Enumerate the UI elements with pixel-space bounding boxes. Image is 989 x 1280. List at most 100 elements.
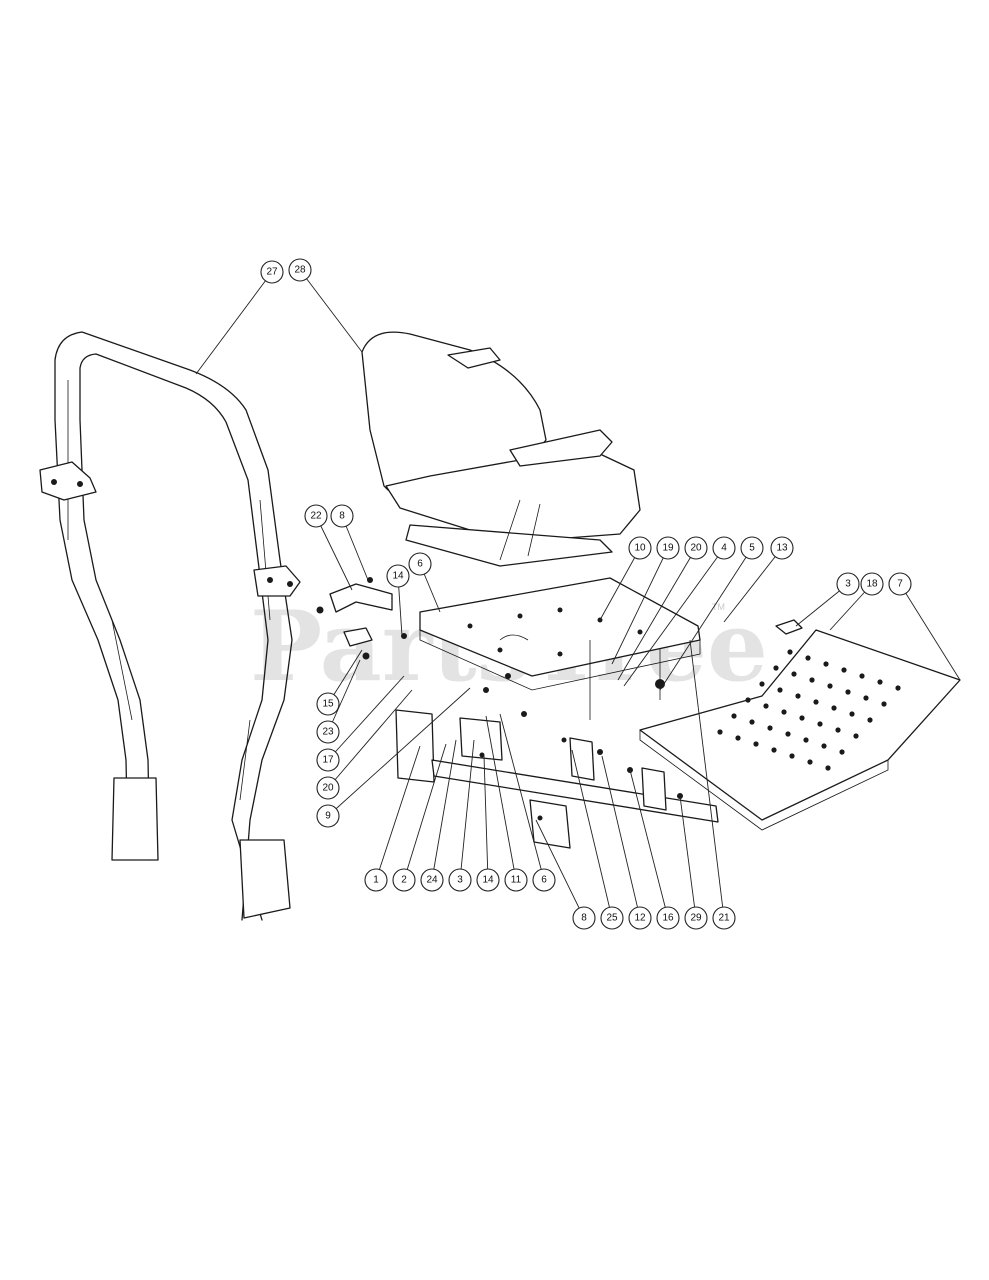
callout-part-20-upper: 20 <box>684 536 708 560</box>
callout-part-2: 2 <box>392 868 416 892</box>
callout-label: 14 <box>482 875 494 886</box>
callout-label: 16 <box>662 913 674 924</box>
callout-balloon <box>888 572 912 596</box>
callout-seat-plate-6: 6 <box>408 552 432 576</box>
part-29-leader <box>679 795 697 919</box>
callout-label: 6 <box>417 559 423 570</box>
part-17-leader <box>327 675 405 761</box>
foot-plate-hole <box>859 673 865 679</box>
foot-plate-hole <box>787 649 793 655</box>
foot-plate-hole <box>853 733 859 739</box>
part-6-lower-leader <box>499 713 545 881</box>
callout-bolt-14-lower: 14 <box>476 868 500 892</box>
callout-part-16: 16 <box>656 906 680 930</box>
callout-label: 14 <box>392 571 404 582</box>
callout-balloon <box>408 552 432 576</box>
callout-balloon <box>420 868 444 892</box>
foot-plate-hole <box>863 695 869 701</box>
callout-balloon <box>316 748 340 772</box>
foot-plate-hole <box>789 753 795 759</box>
callout-label: 17 <box>322 755 334 766</box>
bolt-14-lower-leader <box>483 755 489 881</box>
foot-plate-hole <box>817 721 823 727</box>
callout-label: 1 <box>373 875 379 886</box>
callout-label: 8 <box>581 913 587 924</box>
callout-balloon <box>656 906 680 930</box>
callout-balloon <box>288 258 312 282</box>
part-3-lower-leader <box>459 739 475 881</box>
callout-part-25: 25 <box>600 906 624 930</box>
callout-label: 20 <box>690 543 702 554</box>
part-2-leader <box>403 743 447 881</box>
part-9-leader <box>327 687 471 817</box>
foot-plate-hole <box>845 689 851 695</box>
callout-balloon <box>316 692 340 716</box>
callout-part-3-lower: 3 <box>448 868 472 892</box>
part-5-leader <box>659 547 753 691</box>
callout-balloon <box>656 536 680 560</box>
callout-label: 2 <box>401 875 407 886</box>
foot-plate-hole <box>881 701 887 707</box>
foot-plate-hole <box>785 731 791 737</box>
callout-label: 23 <box>322 727 334 738</box>
callout-label: 10 <box>634 543 646 554</box>
foot-plate-hole <box>753 741 759 747</box>
callout-balloon <box>572 906 596 930</box>
callout-label: 22 <box>310 511 322 522</box>
callout-label: 6 <box>541 875 547 886</box>
foot-plate-hole <box>745 697 751 703</box>
bracket-22-leader <box>315 515 353 591</box>
callout-label: 7 <box>897 579 903 590</box>
callout-balloon <box>304 504 328 528</box>
callout-part-21: 21 <box>712 906 736 930</box>
callout-balloon <box>532 868 556 892</box>
callout-balloon <box>770 536 794 560</box>
foot-plate-hole <box>781 709 787 715</box>
part-21-leader <box>689 639 725 919</box>
callout-balloon <box>740 536 764 560</box>
foot-plate-hole <box>831 705 837 711</box>
bracket-drawing <box>316 577 407 660</box>
foot-plate-hole <box>767 725 773 731</box>
callout-label: 18 <box>866 579 878 590</box>
callout-label: 9 <box>325 811 331 822</box>
callout-balloon <box>316 776 340 800</box>
foot-plate-hole <box>805 655 811 661</box>
foot-plate-hole <box>735 735 741 741</box>
callout-balloon <box>476 868 500 892</box>
part-10-leader <box>599 547 641 621</box>
foot-plate-hole <box>803 737 809 743</box>
foot-plate-hole <box>807 759 813 765</box>
callout-balloon <box>712 536 736 560</box>
callout-part-6-lower: 6 <box>532 868 556 892</box>
foot-plate-hole <box>849 711 855 717</box>
foot-plate-hole <box>823 661 829 667</box>
foot-plate-hole <box>773 665 779 671</box>
rops-roll-bar-drawing <box>39 331 301 921</box>
foot-plate-hole <box>839 749 845 755</box>
callout-label: 13 <box>776 543 788 554</box>
callout-bracket-22: 22 <box>304 504 328 528</box>
callout-label: 15 <box>322 699 334 710</box>
callout-nut-8-lower: 8 <box>572 906 596 930</box>
callout-rops-bar: 27 <box>260 260 284 284</box>
callout-part-12: 12 <box>628 906 652 930</box>
callout-label: 4 <box>721 543 727 554</box>
foot-plate-hole <box>759 681 765 687</box>
callout-part-1: 1 <box>364 868 388 892</box>
callout-balloon <box>628 536 652 560</box>
callout-nut-8-upper: 8 <box>330 504 354 528</box>
callout-label: 29 <box>690 913 702 924</box>
callout-balloon <box>316 720 340 744</box>
part-1-leader <box>375 745 421 881</box>
callout-label: 24 <box>426 875 438 886</box>
foot-plate-hole <box>799 715 805 721</box>
callout-part-9: 9 <box>316 804 340 828</box>
part-12-leader <box>601 755 641 919</box>
foot-plate-hole <box>763 703 769 709</box>
seat-plate-drawing <box>419 577 701 691</box>
foot-plate-hole <box>867 717 873 723</box>
foot-plate-hole <box>777 687 783 693</box>
callout-label: 3 <box>845 579 851 590</box>
foot-plate-hole <box>731 713 737 719</box>
